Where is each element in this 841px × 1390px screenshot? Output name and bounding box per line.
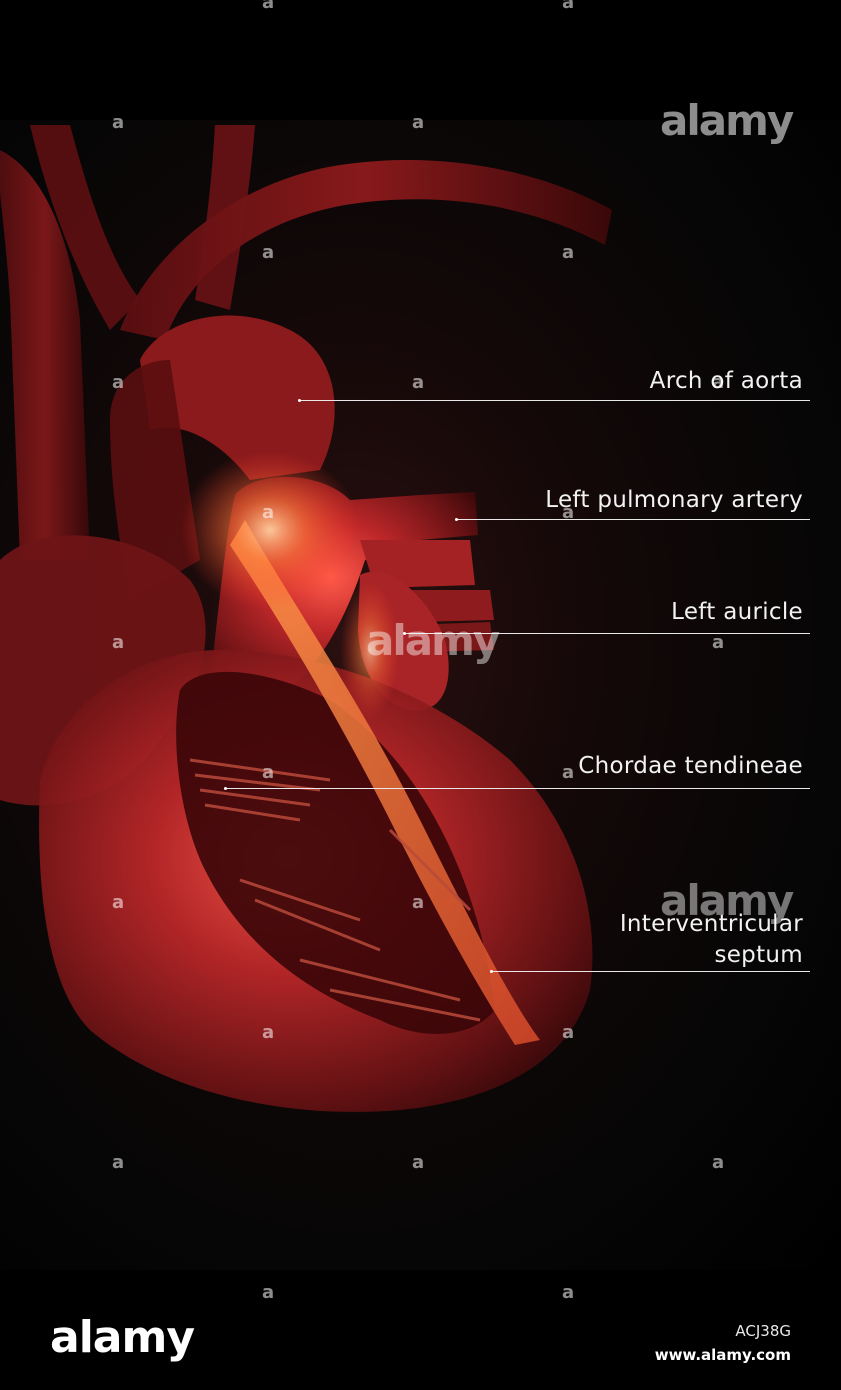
septum-band xyxy=(230,520,540,1045)
watermark-mark: a xyxy=(262,1282,275,1303)
anchor-left-pulmonary-artery xyxy=(455,518,458,521)
brachiocephalic-vessel xyxy=(30,125,140,330)
label-interventricular-septum: Interventricular septum xyxy=(620,909,803,971)
ascending-aorta xyxy=(140,315,335,480)
watermark-mark: a xyxy=(412,1152,425,1173)
watermark-mark: a xyxy=(262,242,275,263)
watermark-mark: a xyxy=(562,502,575,523)
watermark-mark: a xyxy=(262,1022,275,1043)
footer-logo: alamy xyxy=(50,1312,195,1363)
watermark-mark: a xyxy=(112,632,125,653)
ventricle-cavity xyxy=(176,671,495,1034)
superior-vena-cava xyxy=(0,150,90,560)
watermark-mark: a xyxy=(112,112,125,133)
highlight-glow xyxy=(180,450,360,610)
footer-url: www.alamy.com xyxy=(654,1346,791,1364)
watermark-mark: a xyxy=(562,1282,575,1303)
label-left-auricle: Left auricle xyxy=(671,599,803,625)
chordae-strands xyxy=(189,758,481,1022)
watermark-mark: a xyxy=(262,762,275,783)
anchor-interventricular-septum xyxy=(490,970,493,973)
watermark-mark: a xyxy=(712,632,725,653)
septum-glow xyxy=(340,580,400,720)
watermark-mark: a xyxy=(562,1022,575,1043)
label-left-pulmonary-artery: Left pulmonary artery xyxy=(545,487,803,513)
watermark-mark: a xyxy=(112,372,125,393)
label-chordae-tendineae: Chordae tendineae xyxy=(578,753,803,779)
anchor-chordae-tendineae xyxy=(224,787,227,790)
watermark-mark: a xyxy=(562,242,575,263)
watermark-mark: a xyxy=(562,762,575,783)
label-arch-of-aorta: Arch of aorta xyxy=(649,368,803,394)
watermark-mark: a xyxy=(712,1152,725,1173)
watermark-mark: a xyxy=(112,1152,125,1173)
watermark-brand-lower: alamy xyxy=(660,876,794,925)
watermark-mark: a xyxy=(262,502,275,523)
watermark-brand-center: alamy xyxy=(366,616,500,665)
leader-left-pulmonary-artery xyxy=(457,519,810,520)
aortic-arch-vessel xyxy=(120,160,612,340)
watermark-mark: a xyxy=(712,372,725,393)
leader-interventricular-septum xyxy=(492,971,810,972)
descending-aorta xyxy=(110,360,200,600)
leader-arch-of-aorta xyxy=(300,400,810,401)
label-interventricular-line1: Interventricular xyxy=(619,911,803,937)
leader-left-auricle xyxy=(405,633,810,634)
watermark-mark: a xyxy=(262,0,275,13)
image-id: ACJ38G xyxy=(735,1322,791,1340)
anchor-left-auricle xyxy=(403,632,406,635)
watermark-mark: a xyxy=(112,892,125,913)
label-interventricular-line2: septum xyxy=(714,942,803,968)
watermark-mark: a xyxy=(412,892,425,913)
watermark-mark: a xyxy=(412,112,425,133)
anchor-arch-of-aorta xyxy=(298,399,301,402)
leader-chordae-tendineae xyxy=(226,788,810,789)
watermark-mark: a xyxy=(412,372,425,393)
watermark-mark: a xyxy=(562,0,575,13)
watermark-brand-top: alamy xyxy=(660,96,794,145)
